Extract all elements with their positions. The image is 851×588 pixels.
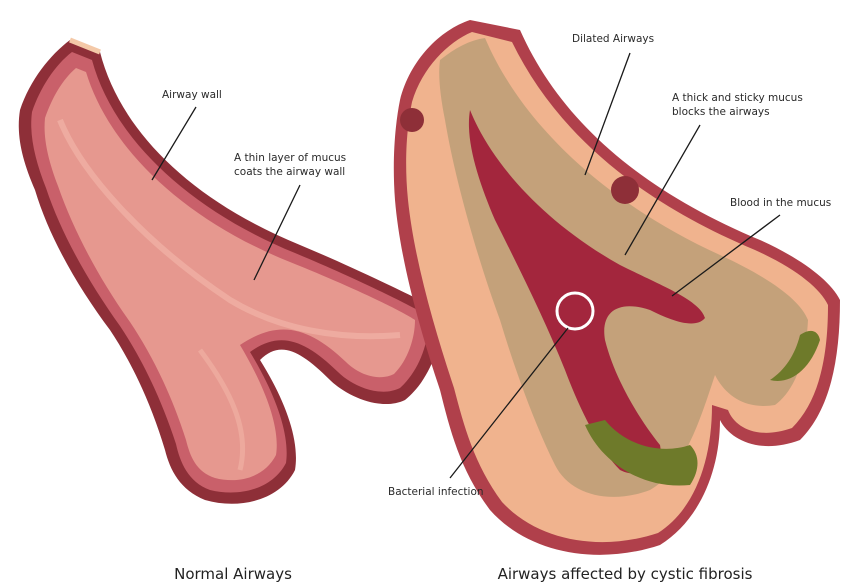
label-thin-mucus-line2: coats the airway wall [234,166,345,178]
label-blood-in-mucus: Blood in the mucus [730,197,831,209]
caption-normal-airways: Normal Airways [174,565,292,583]
cf-airway-bump [611,176,639,204]
label-airway-wall: Airway wall [162,89,222,101]
normal-airway-illustration [19,40,441,504]
label-thick-mucus-line2: blocks the airways [672,106,770,118]
label-bacterial-infection: Bacterial infection [388,486,484,498]
label-dilated-airways: Dilated Airways [572,33,654,45]
label-thick-mucus-line1: A thick and sticky mucus [672,92,803,104]
caption-cf-airways: Airways affected by cystic fibrosis [498,565,753,583]
cf-airway-bump [400,108,424,132]
label-thin-mucus-line1: A thin layer of mucus [234,152,346,164]
